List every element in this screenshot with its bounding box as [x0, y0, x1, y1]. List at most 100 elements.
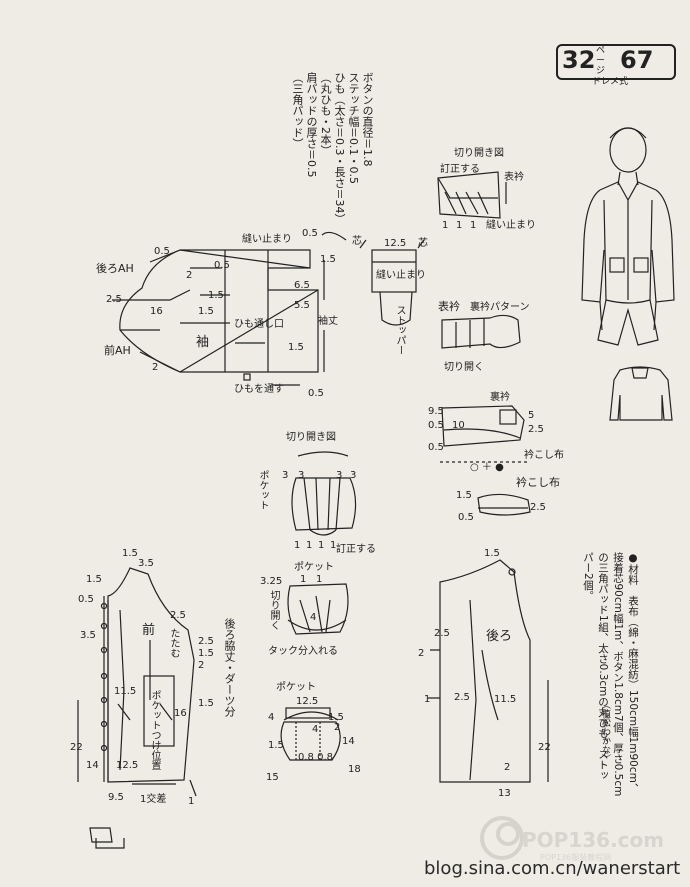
- materials-note: ●材料 表布（綿・麻混紡）150cm幅1m90cm、 接着芯90cm幅1m、ボタ…: [580, 552, 640, 796]
- pocket-open-teisei: 訂正する: [336, 542, 376, 555]
- back-m25b: 2.5: [454, 692, 470, 703]
- watermark-logo-text: POP136.com: [522, 828, 665, 852]
- sleeve-pattern: [112, 231, 347, 386]
- pocket-tuck-diagram: [287, 583, 349, 635]
- pocket-open-n3a: 3: [282, 470, 288, 481]
- front-m16: 16: [174, 708, 187, 719]
- pattern-style: ドレメ式: [592, 77, 629, 87]
- sleeve-back-ah-label: 後ろAH: [96, 261, 134, 275]
- back-side-note: 後ろ脇丈・ダーツ分: [223, 618, 236, 717]
- front-m115: 11.5: [114, 686, 136, 697]
- page-word: ページ: [596, 46, 606, 76]
- pocket-tuck-title: ポケット: [294, 561, 334, 573]
- pop-logo-icon: [480, 816, 524, 860]
- pocket-open-diagram: [291, 451, 357, 536]
- collar-open-n1b: 1: [456, 220, 462, 231]
- ura-eri-m05b: 0.5: [428, 442, 444, 453]
- corner-sketch: [89, 827, 125, 849]
- note-line: 肩パッドの厚さ＝0.5: [305, 72, 318, 178]
- pocket-pattern: [280, 707, 341, 761]
- ura-eri-pattern: [440, 405, 528, 463]
- front-m15a: 1.5: [122, 548, 138, 559]
- watermark-blog: blog.sina.com.cn/wanerstart: [424, 858, 681, 879]
- pocket-open-n1d: 1: [330, 540, 336, 551]
- front-label: 前: [142, 622, 155, 638]
- collar-pattern-title: 裏衿パターン: [470, 300, 530, 313]
- note-line: （丸ひも・2本）: [319, 72, 332, 156]
- pocket-m14: 14: [342, 736, 355, 747]
- sleeve-name-label: 袖: [196, 335, 209, 350]
- watermark-sub: POP136服装教程网: [540, 853, 612, 862]
- collar-open-labels: 切り開き図 訂正する 表衿 縫い止まり 1 1 1: [440, 147, 536, 231]
- pocket-labels: ポケット 12.5 4 4 1.5 1.5 2 14 15 18 0.8 0.8: [266, 681, 361, 783]
- pocket-tuck-m325: 3.25: [260, 576, 282, 587]
- front-m25: 2.5: [170, 610, 186, 621]
- collar-open-n1a: 1: [442, 220, 448, 231]
- pocket-tuck-labels: ポケット 3.25 1 1 4 タック分入れる: [260, 561, 338, 657]
- pocket-m2: 2: [334, 722, 340, 733]
- notes-top: ボタンの直径＝1.8 ステッチ幅＝0.1・0.5 ひも（太さ＝0.3・長さ＝34…: [290, 72, 374, 225]
- collar-open-title: 切り開き図: [454, 147, 504, 159]
- collar-open-omoteeri: 表衿: [504, 170, 524, 183]
- sleeve-m16: 16: [150, 306, 163, 317]
- back-m2b: 2: [504, 762, 510, 773]
- sleeve-m05b: 0.5: [302, 228, 318, 239]
- pocket-tuck-n4: 4: [310, 612, 316, 623]
- front-m14: 14: [86, 760, 99, 771]
- collar-open-nuidomari: 縫い止まり: [486, 218, 536, 231]
- materials-line: ●材料 表布（綿・麻混紡）150cm幅1m90cm、: [627, 552, 639, 794]
- kogoshi-m15: 1.5: [456, 490, 472, 501]
- ura-eri-title: 裏衿: [490, 390, 510, 403]
- stopper-labels: 芯 12.5 芯 縫い止まり: [352, 234, 428, 281]
- front-n1: 1: [188, 796, 194, 807]
- back-labels: 後ろ 1.5 2.5 2 1 2.5 11.5 22 2 13: [418, 548, 551, 799]
- front-m15d: 1.5: [198, 698, 214, 709]
- pocket-open-n1b: 1: [306, 540, 312, 551]
- back-m25: 2.5: [434, 628, 450, 639]
- sleeve-m05c: 0.5: [214, 260, 230, 271]
- pocket-tuck-n1a: 1: [300, 574, 306, 585]
- stopper-m125: 12.5: [384, 238, 406, 249]
- materials-line: 接着芯90cm幅1m、ボタン1.8cm7個、厚さ0.5cm: [612, 552, 624, 797]
- note-line: ボタンの直径＝1.8: [361, 72, 374, 167]
- sleeve-m15c: 1.5: [198, 306, 214, 317]
- note-line: ステッチ幅＝0.1・0.5: [347, 72, 360, 184]
- pocket-m18: 18: [348, 764, 361, 775]
- ura-eri-m95: 9.5: [428, 406, 444, 417]
- sleeve-m2b: 2: [152, 362, 158, 373]
- kogoshi-title: 衿こし布: [516, 475, 560, 489]
- sleeve-m25: 2.5: [106, 294, 122, 305]
- kogoshi-m05: 0.5: [458, 512, 474, 523]
- page-badge: 32 ページ 67 ドレメ式: [556, 40, 676, 87]
- back-m2: 2: [418, 648, 424, 659]
- front-m05: 0.5: [78, 594, 94, 605]
- collar-open-n1c: 1: [470, 220, 476, 231]
- back-m115: 11.5: [494, 694, 516, 705]
- note-line: （三角パッド）: [291, 72, 304, 149]
- collar-pattern-omoteeri: 表衿: [438, 299, 460, 313]
- ura-eri-labels: 裏衿 9.5 10 5 2.5 0.5 0.5 衿こし布 ○ ＋ ●: [428, 390, 564, 473]
- collar-pattern-labels: 表衿 裏衿パターン 切り開く: [438, 299, 530, 373]
- collar-pattern: [441, 314, 521, 349]
- jacket-illustration: [581, 127, 675, 421]
- pocket-m125: 12.5: [296, 696, 318, 707]
- sleeve-m2a: 2: [186, 270, 192, 281]
- sleeve-m15a: 1.5: [320, 254, 336, 265]
- ura-eri-kogoshi: 衿こし布: [524, 448, 564, 461]
- pocket-title: ポケット: [276, 681, 316, 693]
- watermark-logo-mark: [478, 814, 538, 864]
- pocket-open-n1a: 1: [294, 540, 300, 551]
- sleeve-m55: 5.5: [294, 300, 310, 311]
- pocket-tuck-kiri-label: 切り開く: [268, 590, 279, 630]
- pocket-m15a: 1.5: [268, 740, 284, 751]
- sleeve-m15d: 1.5: [288, 342, 304, 353]
- pattern-number: 67: [620, 46, 654, 74]
- front-pocket-position-label: ポケットつけ位置: [149, 690, 160, 770]
- note-line: ひも（太さ＝0.3・長さ＝34）: [333, 72, 346, 225]
- sleeve-m05d: 0.5: [308, 388, 324, 399]
- pocket-open-n3b: 3: [298, 470, 304, 481]
- back-m1: 1: [424, 694, 430, 705]
- pocket-open-labels: 切り開き図 3 3 3 3 1 1 1 1 訂正する: [282, 431, 376, 555]
